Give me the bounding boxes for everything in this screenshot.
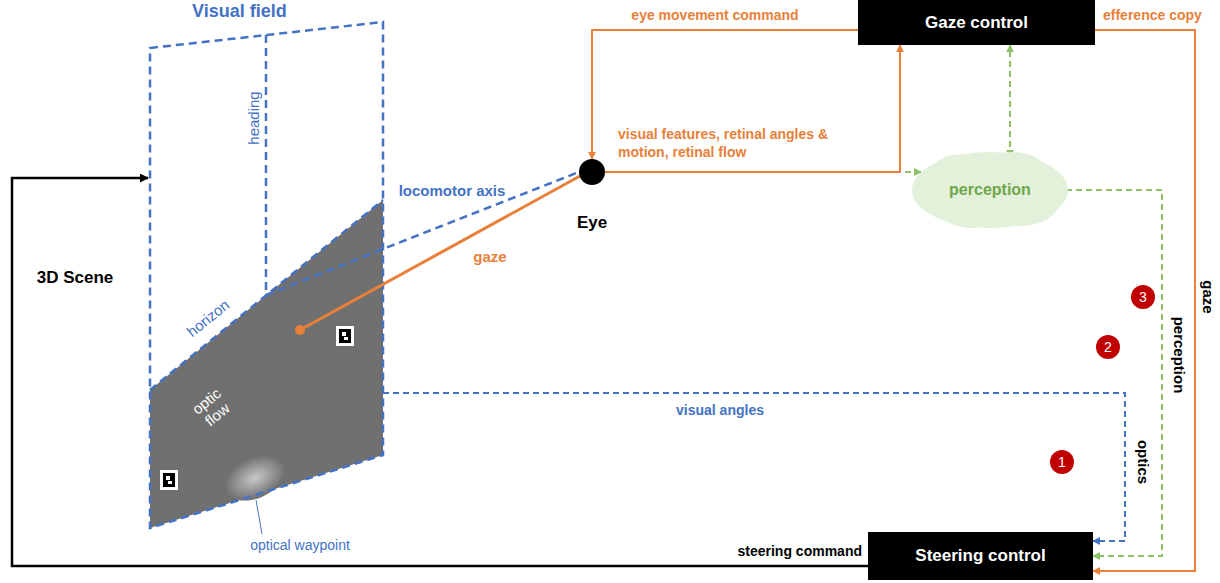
edge-label: steering command [738,543,862,559]
connector-arrow [1093,30,1195,571]
visual-field-outline [150,22,383,528]
gaze-label: gaze [473,248,506,265]
callout-number: 2 [1096,335,1120,359]
node-text: Gaze control [925,13,1028,33]
callout-number: 1 [1050,450,1074,474]
edge-label: visual features, retinal angles & motion… [618,126,880,161]
node-text: perception [949,181,1031,199]
process-box: Gaze control [858,0,1095,45]
eye-circle: Eye [579,159,605,185]
perception-cloud: perception [912,150,1068,230]
pathway-label: optics [1135,440,1152,484]
node-text: Steering control [915,546,1045,566]
axis-label: locomotor axis [399,182,506,199]
leader-line [256,500,262,534]
axis-label: heading [245,91,262,144]
fiducial-marker [336,326,354,346]
fiducial-marker [160,470,178,490]
gaze-line [300,176,580,330]
edge-label: visual angles [676,402,764,418]
connector-arrow [383,393,1125,541]
connector-arrow [1009,45,1011,157]
locomotor-axis-line [266,172,579,295]
heading-line [265,35,268,295]
edge-label: efference copy [1103,7,1202,23]
point-label: optical waypoint [250,537,350,553]
scene-label: 3D Scene [37,268,114,288]
pathway-label: gaze [1200,280,1217,313]
gaze-point [295,325,305,335]
callout-number: 3 [1131,285,1155,309]
edge-label: eye movement command [631,7,798,23]
connector-arrow [605,45,900,172]
optical-waypoint-blob [218,446,293,509]
visual-field-panel: Visual field [150,22,383,528]
connector-arrow [12,178,868,566]
connector-arrow [1066,190,1162,556]
node-text: Visual field [192,1,287,22]
process-box: Steering control [868,532,1093,580]
node-text: Eye [577,213,607,233]
pathway-label: perception [1171,317,1188,394]
